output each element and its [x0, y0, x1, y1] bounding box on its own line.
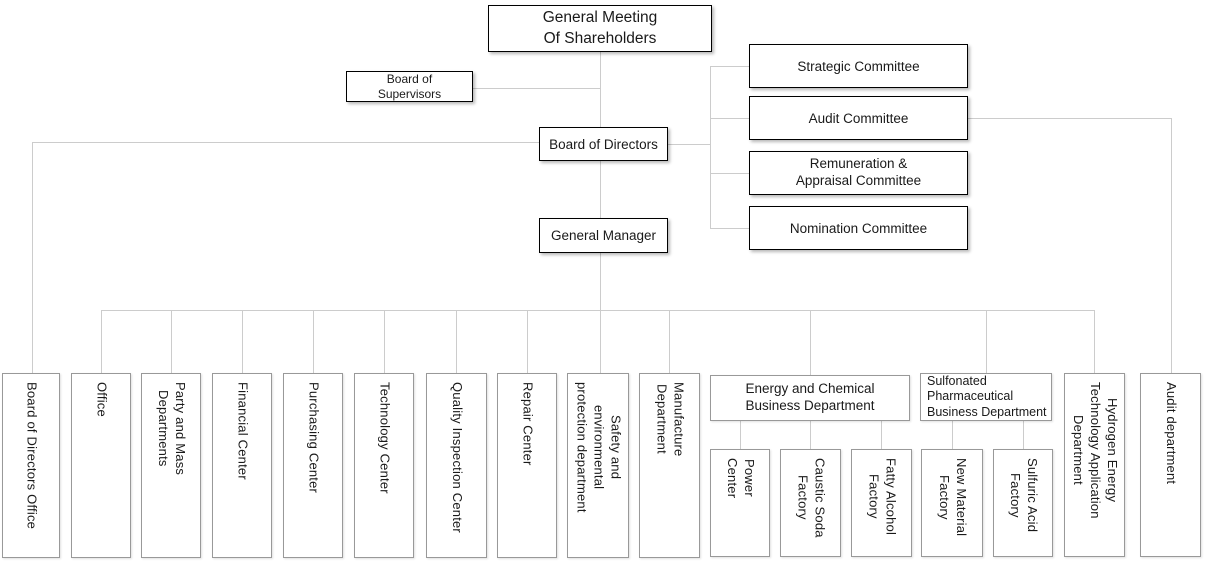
connector-drop-hydrogen: [1094, 310, 1095, 373]
node-repair-center: Repair Center: [497, 373, 557, 558]
connector-drop-sulfonated: [986, 310, 987, 373]
connector-manager-to-bus: [600, 253, 601, 373]
node-technology-center: Technology Center: [354, 373, 414, 558]
connector-drop-quality: [456, 310, 457, 373]
connector-stub-caustic-soda: [810, 421, 811, 449]
connector-department-bus: [101, 310, 1095, 311]
node-fatty-alcohol-factory: Fatty Alcohol Factory: [851, 449, 912, 557]
connector-directors-left-line: [32, 142, 540, 143]
node-caustic-soda-factory: Caustic Soda Factory: [780, 449, 841, 557]
connector-drop-office: [101, 310, 102, 373]
connector-audit-department-drop: [1171, 118, 1172, 373]
node-board-of-directors-office: Board of Directors Office: [2, 373, 60, 558]
node-remuneration-appraisal-committee: Remuneration & Appraisal Committee: [749, 151, 968, 195]
node-hydrogen-energy-technology-application-department: Hydrogen Energy Technology Application D…: [1064, 373, 1125, 557]
connector-supervisors-link: [473, 88, 601, 89]
connector-drop-purchasing: [313, 310, 314, 373]
connector-drop-technology: [384, 310, 385, 373]
node-general-manager: General Manager: [539, 218, 668, 253]
node-manufacture-department: Manufacture Department: [639, 373, 700, 558]
connector-audit-committee-right: [968, 118, 1172, 119]
connector-directors-to-committees: [668, 144, 711, 145]
node-quality-inspection-center: Quality Inspection Center: [426, 373, 487, 558]
node-board-of-directors: Board of Directors: [539, 127, 668, 161]
connector-stub-new-material: [952, 421, 953, 449]
node-safety-environmental-protection-department: Safety and environmental protection depa…: [567, 373, 629, 558]
connector-stub-audit: [710, 118, 749, 119]
connector-stub-fatty-alcohol: [881, 421, 882, 449]
node-sulfuric-acid-factory: Sulfuric Acid Factory: [993, 449, 1053, 557]
connector-drop-manufacture: [669, 310, 670, 373]
node-power-center: Power Center: [710, 449, 770, 557]
connector-drop-financial: [242, 310, 243, 373]
connector-directors-office-drop: [32, 142, 33, 373]
node-office: Office: [71, 373, 131, 558]
connector-directors-to-manager: [600, 161, 601, 218]
node-sulfonated-pharmaceutical-business-department: Sulfonated Pharmaceutical Business Depar…: [920, 373, 1052, 421]
node-nomination-committee: Nomination Committee: [749, 206, 968, 250]
node-audit-committee: Audit Committee: [749, 96, 968, 140]
connector-drop-repair: [527, 310, 528, 373]
connector-stub-power-center: [740, 421, 741, 449]
node-financial-center: Financial Center: [212, 373, 272, 558]
node-general-meeting-of-shareholders: General Meeting Of Shareholders: [488, 5, 712, 52]
connector-stub-sulfuric-acid: [1023, 421, 1024, 449]
node-purchasing-center: Purchasing Center: [283, 373, 343, 558]
connector-stub-strategic: [710, 66, 749, 67]
node-audit-department: Audit department: [1140, 373, 1201, 557]
connector-committee-bus: [710, 66, 711, 228]
connector-stub-nomination: [710, 228, 749, 229]
connector-meeting-to-directors: [600, 52, 601, 127]
connector-drop-energy: [810, 310, 811, 375]
connector-drop-party-mass: [171, 310, 172, 373]
node-board-of-supervisors: Board of Supervisors: [346, 71, 473, 102]
node-energy-and-chemical-business-department: Energy and Chemical Business Department: [710, 375, 910, 421]
node-new-material-factory: New Material Factory: [921, 449, 983, 557]
node-strategic-committee: Strategic Committee: [749, 44, 968, 88]
connector-stub-remuneration: [710, 173, 749, 174]
node-party-and-mass-departments: Party and Mass Departments: [141, 373, 201, 558]
